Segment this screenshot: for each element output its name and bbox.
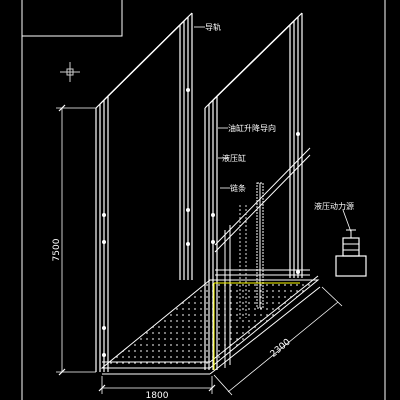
drawing-frame (21, 0, 386, 400)
right-mast (204, 12, 303, 370)
height-dimension-text: 7500 (52, 238, 62, 261)
height-dimension (56, 104, 96, 376)
width-dimension-text: 1800 (146, 391, 169, 400)
power-unit-label: 液压动力源 (314, 201, 354, 211)
width-dimension (98, 376, 216, 394)
left-mast (95, 12, 193, 372)
bolts (102, 88, 300, 357)
leaders (194, 26, 352, 233)
floor-plate (100, 275, 321, 375)
chain-label: 链条 (230, 183, 246, 193)
accent-lines (213, 282, 300, 370)
power-unit (335, 229, 367, 277)
rail-label: 导轨 (205, 22, 221, 32)
piston-guide-label: 油缸升降导向 (228, 123, 276, 133)
hydraulic-cylinder (256, 182, 264, 309)
chain (239, 205, 247, 320)
hydraulic-cylinder-label: 液压缸 (222, 153, 246, 163)
depth-dimension (213, 286, 343, 396)
crosshair-icon (60, 62, 80, 82)
depth-dimension-text: 2300 (269, 337, 293, 360)
